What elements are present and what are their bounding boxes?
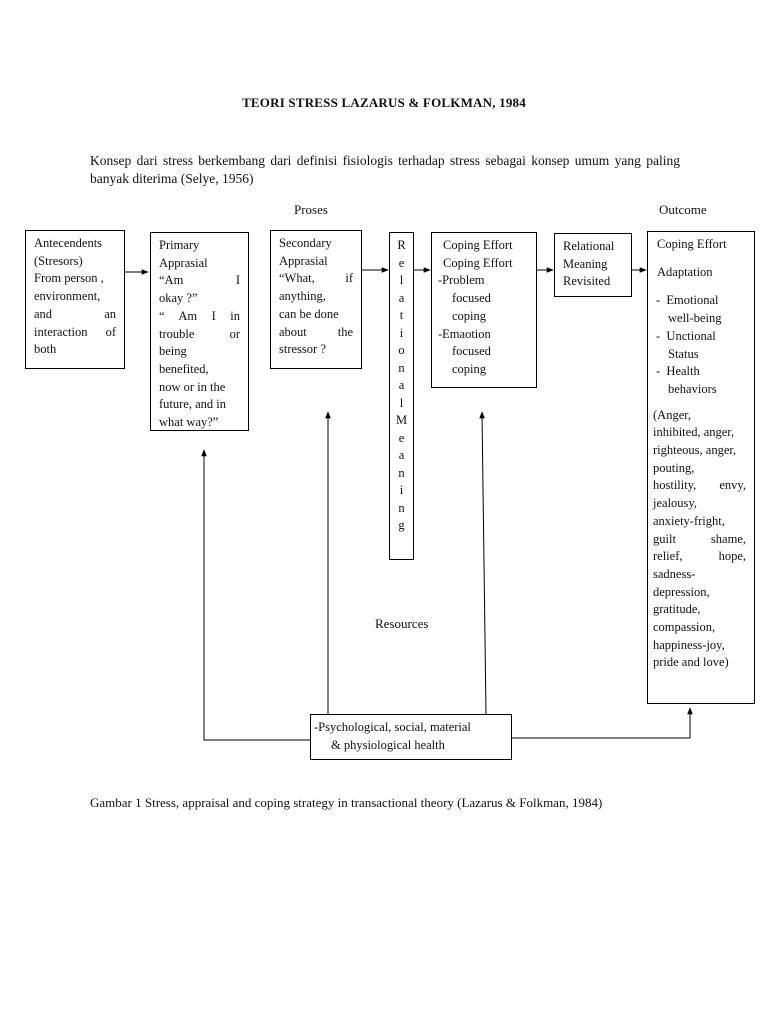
primary-line: Primary: [159, 238, 200, 252]
coping-heading: Coping Effort: [443, 238, 513, 252]
coping-heading: Coping Effort: [443, 255, 513, 270]
antecedents-line: Antecendents: [34, 236, 103, 250]
emotion-line: righteous, anger,: [653, 443, 737, 458]
proses-label: Proses: [294, 202, 328, 217]
outcome-bullet: - Emotional well-being: [656, 293, 722, 326]
antecedents-line: (Stresors): [34, 253, 83, 268]
vertical-letter: t: [399, 308, 404, 322]
coping-item: focused: [452, 291, 491, 306]
emotion-line: compassion,: [653, 620, 716, 635]
primary-line: “Am I: [159, 273, 240, 288]
antecedents-line: and an: [34, 306, 116, 321]
emotion-line: happiness-joy,: [653, 637, 725, 652]
coping-effort-box: Coping Effort Coping Effort -Problem foc…: [431, 232, 537, 388]
emotion-line: gratitude,: [653, 602, 701, 617]
secondary-line: Apprasial: [279, 253, 328, 268]
revisited-line: Relational: [563, 239, 615, 253]
primary-appraisal-box: Primary Apprasial “Am I okay ?” “ Am I i…: [150, 232, 249, 431]
revisited-line: Revisited: [563, 274, 611, 289]
primary-line: “ Am I in: [159, 308, 240, 323]
primary-line: now or in the: [159, 379, 226, 394]
vertical-letter: e: [398, 430, 405, 445]
secondary-line: stressor ?: [279, 342, 326, 357]
emotion-line: jealousy,: [653, 496, 697, 511]
antecedents-line: interaction of: [34, 324, 116, 339]
vertical-letter: i: [399, 325, 404, 340]
intro-paragraph: Konsep dari stress berkembang dari defin…: [90, 153, 680, 186]
vertical-letter: g: [398, 518, 405, 532]
secondary-appraisal-box: Secondary Apprasial “What, if anything, …: [270, 230, 362, 369]
primary-line: Apprasial: [159, 255, 208, 270]
relational-meaning-vertical-box: R e l a t i o n a l M e a n i n g: [389, 232, 414, 560]
coping-item: coping: [452, 308, 487, 323]
emotion-line: inhibited, anger,: [653, 425, 735, 440]
vertical-letter: n: [398, 465, 405, 480]
vertical-letter: n: [398, 360, 405, 375]
vertical-letter: o: [398, 343, 405, 357]
coping-item: coping: [452, 361, 487, 376]
primary-line: benefited,: [159, 361, 209, 376]
antecedents-box: Antecendents (Stresors) From person , en…: [25, 230, 125, 369]
secondary-line: Secondary: [279, 236, 332, 250]
vertical-letter: a: [398, 448, 405, 462]
emotion-line: relief, hope,: [653, 549, 746, 564]
antecedents-line: From person ,: [34, 271, 104, 286]
emotion-line: sadness-: [653, 566, 696, 581]
emotion-line: depression,: [653, 584, 710, 599]
vertical-letter: M: [395, 413, 408, 427]
page-title: TEORI STRESS LAZARUS & FOLKMAN, 1984: [242, 95, 526, 110]
resources-label: Resources: [375, 616, 429, 631]
revisited-line: Meaning: [563, 256, 608, 271]
outcome-box: Coping Effort Adaptation - Emotional wel…: [647, 231, 755, 704]
outcome-bullet: - Health behaviors: [656, 364, 717, 396]
secondary-line: “What, if: [279, 271, 353, 286]
secondary-line: about the: [279, 324, 353, 339]
primary-line: what way?”: [159, 415, 219, 430]
vertical-letter: e: [398, 255, 405, 270]
coping-item: focused: [452, 344, 491, 359]
resources-box: -Psychological, social, material & physi…: [310, 714, 512, 760]
emotion-line: pouting,: [653, 460, 695, 475]
emotion-line: pride and love): [653, 655, 729, 670]
vertical-letter: R: [397, 238, 406, 252]
vertical-letter: n: [398, 500, 405, 515]
emotion-line: hostility, envy,: [653, 478, 746, 493]
resources-line: & physiological health: [331, 737, 445, 752]
outcome-label: Outcome: [659, 202, 707, 217]
figure-caption: Gambar 1 Stress, appraisal and coping st…: [90, 795, 603, 810]
relational-revisited-box: Relational Meaning Revisited: [554, 233, 632, 297]
vertical-letter: i: [399, 483, 404, 497]
primary-line: trouble or: [159, 326, 240, 341]
outcome-bullet: - Unctional Status: [656, 328, 716, 361]
coping-item: -Problem: [438, 273, 485, 288]
primary-line: okay ?”: [159, 291, 198, 306]
emotion-line: guilt shame,: [653, 531, 746, 546]
secondary-line: anything,: [279, 289, 326, 304]
primary-line: being: [159, 344, 187, 359]
arrow-resources-coping: [479, 411, 487, 715]
emotion-line: anxiety-fright,: [653, 513, 725, 528]
emotion-line: (Anger,: [653, 407, 692, 422]
vertical-letter: a: [398, 290, 405, 305]
primary-line: future, and in: [159, 397, 226, 412]
vertical-letter: a: [398, 378, 405, 392]
arrow-resources-primary: [201, 449, 310, 741]
antecedents-line: environment,: [34, 289, 101, 304]
vertical-letter: l: [399, 273, 404, 287]
antecedents-line: both: [34, 342, 57, 357]
resources-line: -Psychological, social, material: [314, 720, 471, 734]
vertical-letter: l: [399, 395, 404, 410]
outcome-heading: Coping Effort: [657, 237, 727, 251]
coping-item: -Emaotion: [438, 326, 491, 341]
outcome-heading: Adaptation: [657, 264, 713, 279]
arrow-resources-outcome: [512, 707, 693, 739]
secondary-line: can be done: [279, 306, 339, 321]
